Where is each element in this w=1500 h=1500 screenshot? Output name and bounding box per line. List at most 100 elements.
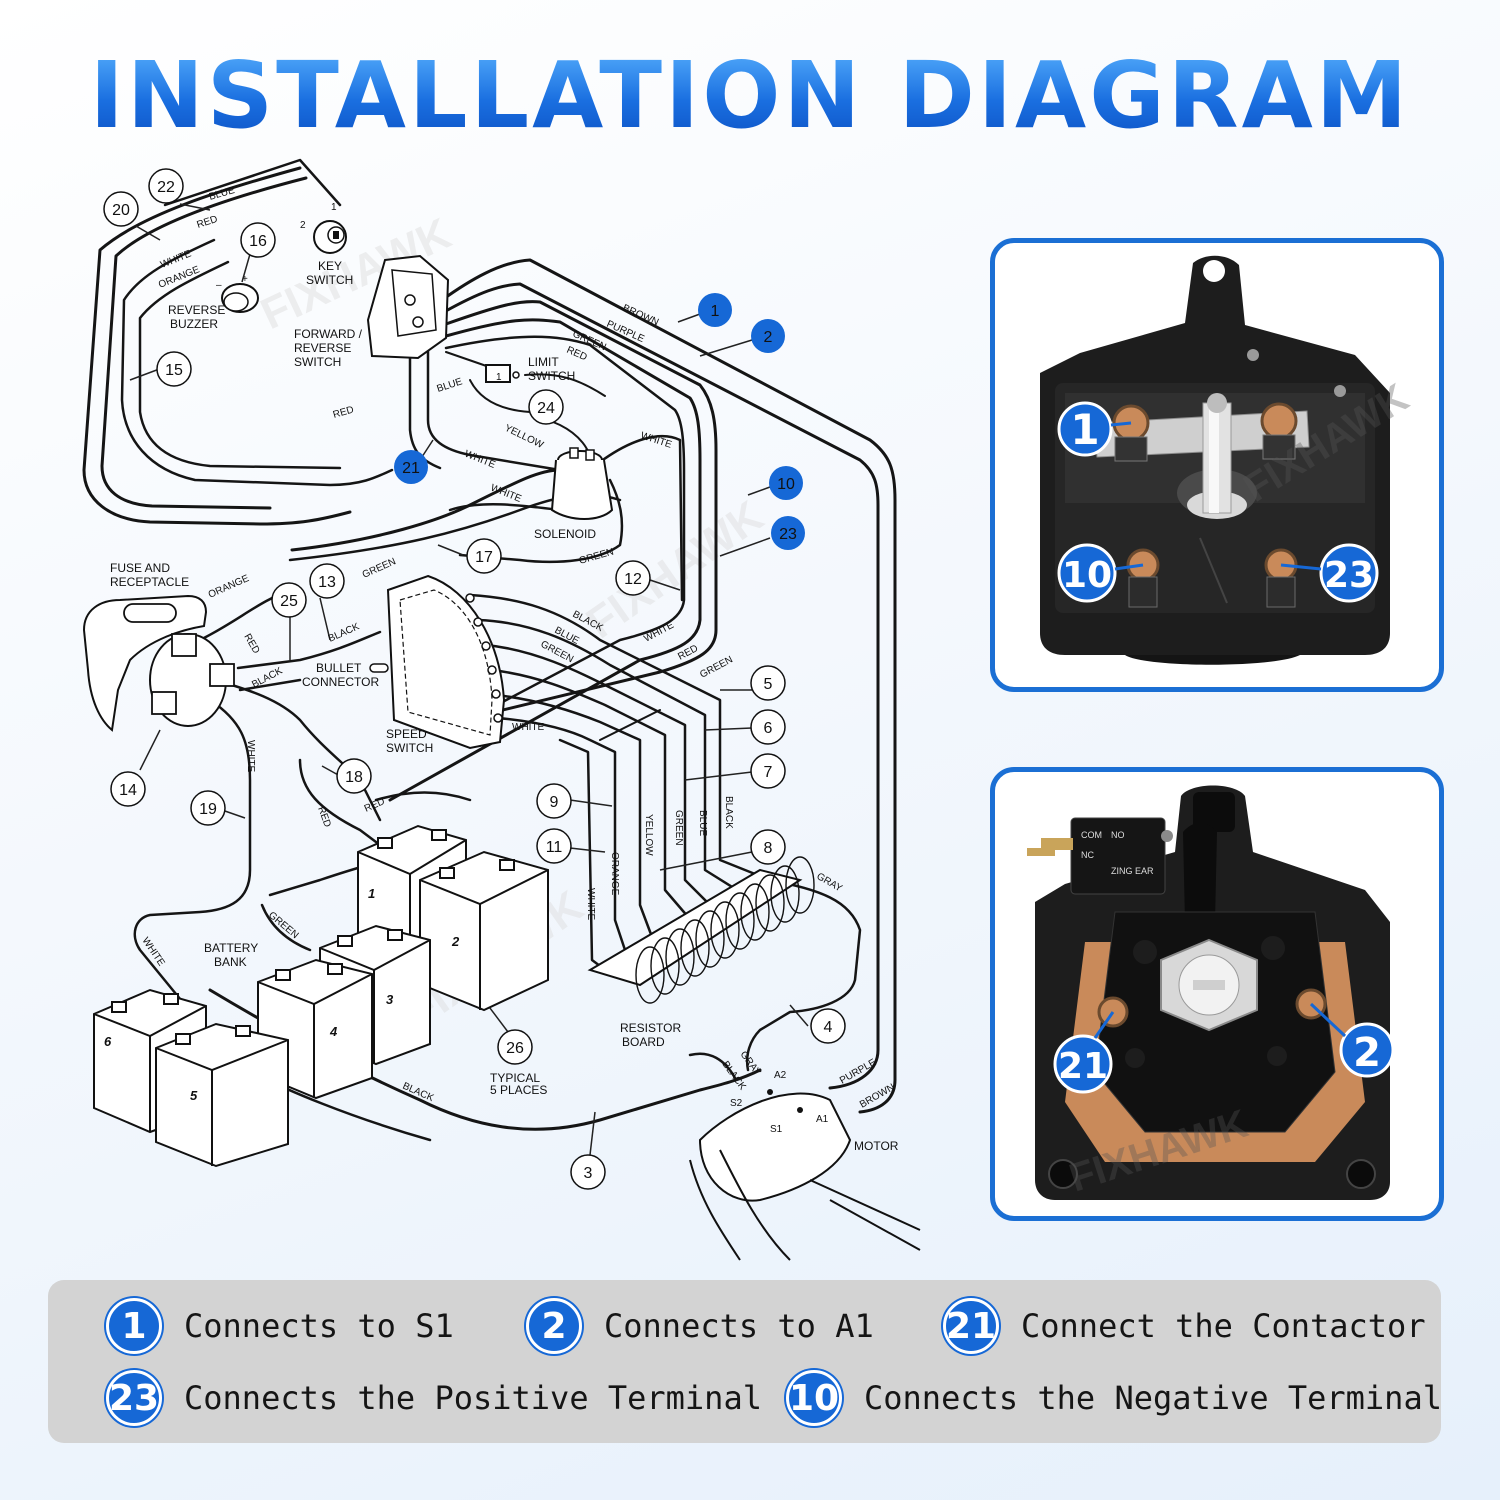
battery-5 xyxy=(155,1022,289,1168)
contactor-bottom-view: COM NO NC ZING EAR 21 2 FIXHAWK xyxy=(990,767,1444,1221)
bullet-connector: BULLET CONNECTOR xyxy=(302,661,389,689)
photo-top-label-10: 10 xyxy=(1062,555,1112,596)
terminal-a1: A1 xyxy=(816,1114,829,1125)
contactor-top-view: 1 10 23 FIXHAWK xyxy=(990,238,1444,692)
callout-16-circle xyxy=(240,222,276,258)
motor-label: MOTOR xyxy=(854,1139,899,1153)
callout-22-circle xyxy=(148,168,184,204)
callout-14: 14 xyxy=(119,782,137,799)
fr-switch-label-2: REVERSE xyxy=(294,341,351,355)
legend-panel: 1 Connects to S1 2 Connects to A1 21 Con… xyxy=(48,1280,1442,1443)
solenoid-label: SOLENOID xyxy=(534,527,596,541)
callout-3-circle xyxy=(570,1154,606,1190)
callout-26: 26 xyxy=(506,1040,524,1057)
fr-switch-label-1: FORWARD / xyxy=(294,327,363,341)
battery-bank-label-1: BATTERY xyxy=(204,941,258,955)
page-title: INSTALLATION DIAGRAM xyxy=(0,42,1500,149)
callout-18: 18 xyxy=(345,769,363,786)
callout-8: 8 xyxy=(764,840,773,857)
callout-19: 19 xyxy=(199,801,217,818)
wire-label-purple-motor: PURPLE xyxy=(838,1057,878,1087)
legend-item-10: 10 Connects the Negative Terminal xyxy=(786,1370,1442,1426)
typical-label-2: 5 PLACES xyxy=(490,1083,547,1097)
key-switch-label-1: KEY xyxy=(318,259,342,273)
switch-nc: NC xyxy=(1081,850,1094,860)
photo-top-label-23: 23 xyxy=(1324,555,1374,596)
legend-text-10: Connects the Negative Terminal xyxy=(864,1379,1442,1417)
callout-6: 6 xyxy=(764,720,773,737)
contactor-top-illustration: 1 10 23 FIXHAWK xyxy=(1040,255,1416,665)
forward-reverse-switch: FORWARD / REVERSE SWITCH xyxy=(294,254,450,369)
wire-label-green-speed3: GREEN xyxy=(698,654,735,680)
speed-switch: SPEED SWITCH xyxy=(386,574,506,755)
legend-text-1: Connects to S1 xyxy=(184,1307,454,1345)
photo-top-label-1: 1 xyxy=(1070,405,1099,454)
callout-17: 17 xyxy=(475,549,493,566)
wiring-diagram: FIXHAWK FIXHAWK FIXHAWK xyxy=(82,158,921,1261)
battery-2-number: 2 xyxy=(451,934,460,949)
callout-11: 11 xyxy=(546,839,563,856)
wire-label-white-vert: WHITE xyxy=(245,740,256,773)
callout-23: 23 xyxy=(779,526,797,543)
wire-label-red-fuse: RED xyxy=(241,632,261,656)
speed-switch-label-1: SPEED xyxy=(386,727,427,741)
wire-label-white-right: WHITE xyxy=(639,430,673,451)
legend-badge-23: 23 xyxy=(106,1370,162,1426)
legend-item-2: 2 Connects to A1 xyxy=(526,1298,874,1354)
fuse-receptacle: FUSE AND RECEPTACLE xyxy=(82,561,235,732)
limit-switch-pin: 1 xyxy=(496,372,502,383)
callout-9: 9 xyxy=(550,794,559,811)
wire-label-green-sol: GREEN xyxy=(578,547,615,567)
callout-26-circle xyxy=(497,1029,533,1065)
battery-3-number: 3 xyxy=(386,992,394,1007)
callout-2-circle xyxy=(751,319,785,353)
callout-20: 20 xyxy=(112,202,130,219)
reverse-buzzer: – + REVERSE BUZZER xyxy=(168,274,259,331)
wire-label-red-left: RED xyxy=(332,404,355,420)
callout-19-circle xyxy=(190,790,226,826)
callout-3: 3 xyxy=(584,1165,593,1182)
photo-bottom-badge-2 xyxy=(1339,1022,1395,1078)
callout-13: 13 xyxy=(318,574,336,591)
battery-6-number: 6 xyxy=(104,1034,112,1049)
photo-top-badge-1 xyxy=(1057,401,1113,457)
callouts xyxy=(103,168,846,1190)
photo-bottom-label-21: 21 xyxy=(1058,1046,1108,1087)
callout-8-circle xyxy=(750,829,786,865)
battery-2 xyxy=(419,850,549,1012)
reverse-buzzer-label-2: BUZZER xyxy=(170,317,218,331)
photo-top-badge-10 xyxy=(1057,543,1117,603)
wire-label-white-mid: WHITE xyxy=(463,449,497,471)
callout-20-circle xyxy=(103,191,139,227)
callout-18-circle xyxy=(336,758,372,794)
limit-switch-label-1: LIMIT xyxy=(528,355,559,369)
wire-label-white-res: WHITE xyxy=(585,888,596,921)
wire-label-white-speed2: WHITE xyxy=(512,722,545,733)
fuse-label-2: RECEPTACLE xyxy=(110,575,189,589)
wire-label-red-top: RED xyxy=(196,214,219,231)
callout-12: 12 xyxy=(624,571,642,588)
legend-badge-21: 21 xyxy=(943,1298,999,1354)
callout-11-circle xyxy=(536,828,572,864)
legend-text-21: Connect the Contactor xyxy=(1021,1307,1426,1345)
resistor-board-label-1: RESISTOR xyxy=(620,1021,681,1035)
wire-label-blue-res: BLUE xyxy=(697,810,708,836)
highlighted-callouts: 1 2 21 10 23 xyxy=(394,293,805,550)
limit-switch-label-2: SWITCH xyxy=(528,369,575,383)
callout-21: 21 xyxy=(402,460,420,477)
callout-24-circle xyxy=(528,389,564,425)
wire-label-white-batt: WHITE xyxy=(140,936,167,969)
resistor-board: RESISTOR BOARD xyxy=(587,856,815,1049)
photo-top-badge-23 xyxy=(1319,543,1379,603)
callout-16: 16 xyxy=(249,233,267,250)
terminal-a2: A2 xyxy=(774,1070,787,1081)
callout-4: 4 xyxy=(824,1019,833,1036)
callout-24: 24 xyxy=(537,400,555,417)
callout-22: 22 xyxy=(157,179,175,196)
callout-13-circle xyxy=(309,563,345,599)
solenoid: SOLENOID xyxy=(534,447,614,541)
bullet-connector-label-1: BULLET xyxy=(316,661,362,675)
wire-label-gray-res: GRAY xyxy=(815,871,845,894)
legend-item-1: 1 Connects to S1 xyxy=(106,1298,454,1354)
wire-label-black-res: BLACK xyxy=(723,796,734,829)
